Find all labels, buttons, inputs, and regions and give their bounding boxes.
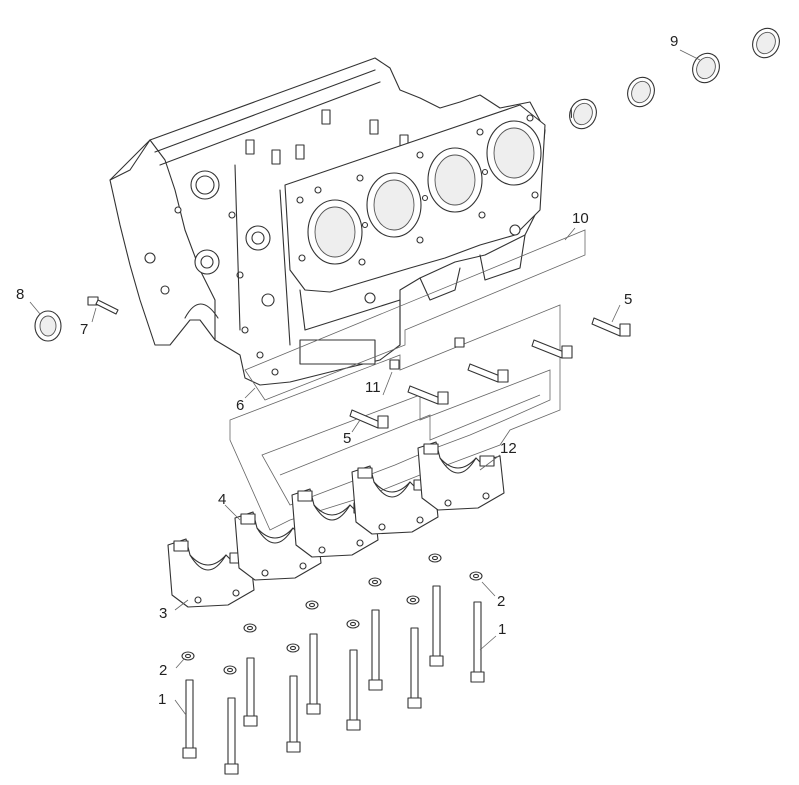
- callout-7: 7: [80, 321, 89, 338]
- callout-4: 4: [218, 491, 227, 508]
- callout-1-lower-left: 1: [158, 691, 167, 708]
- callout-3: 3: [159, 605, 168, 622]
- callout-6: 6: [236, 397, 245, 414]
- bolts-5: [349, 317, 631, 429]
- engine-block: [109, 57, 546, 386]
- callout-5-lower: 5: [343, 430, 352, 447]
- callout-10: 10: [572, 210, 589, 227]
- callout-2-right: 2: [497, 593, 506, 610]
- washers: [181, 553, 483, 675]
- bearing-caps: [167, 441, 505, 608]
- callout-1-right: 1: [498, 621, 507, 638]
- main-bearing-bolts: [182, 585, 485, 775]
- callout-11: 11: [365, 379, 381, 396]
- leader-lines: [29, 49, 701, 716]
- bolt-7: [87, 296, 119, 315]
- cylinder-liners: [569, 27, 780, 130]
- callout-12: 12: [500, 440, 517, 457]
- callout-8: 8: [16, 286, 25, 303]
- callout-9: 9: [670, 33, 679, 50]
- callout-5-upper: 5: [624, 291, 633, 308]
- bushing-8: [34, 310, 62, 342]
- callout-2-left: 2: [159, 662, 168, 679]
